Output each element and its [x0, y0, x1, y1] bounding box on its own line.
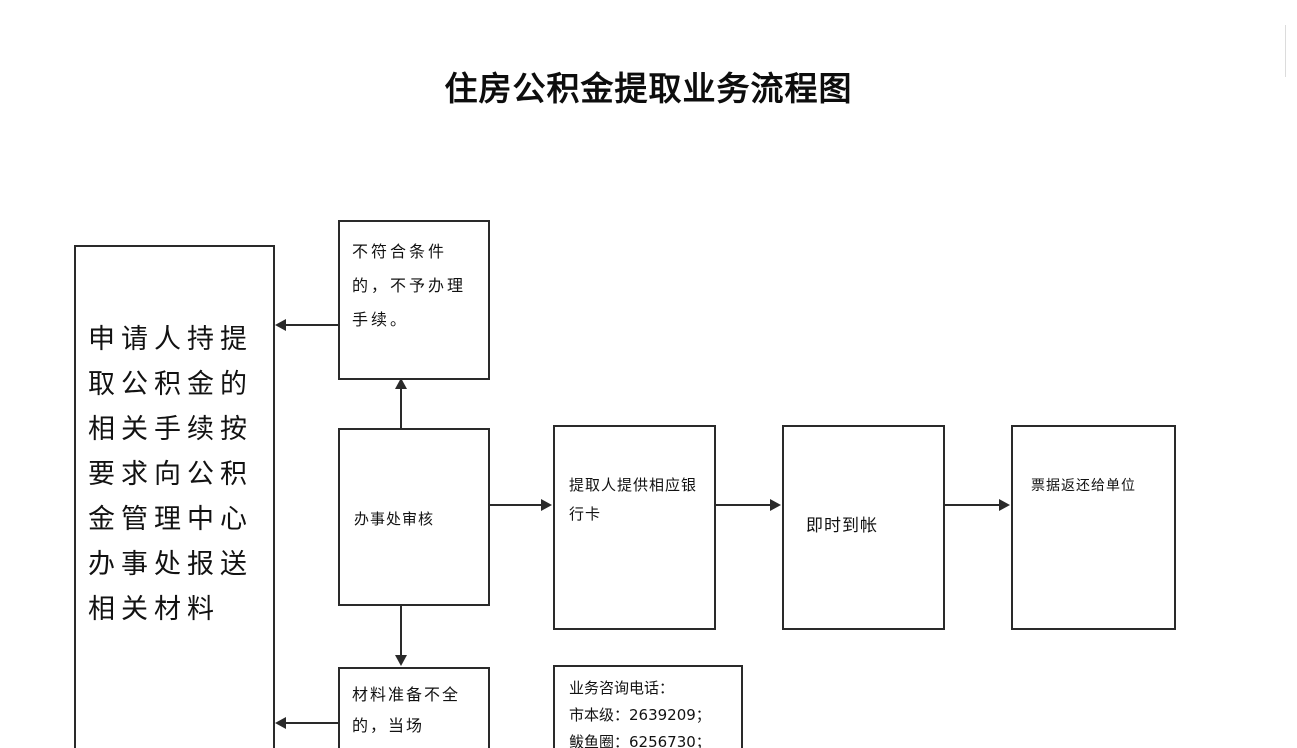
edge-reject-to-apply-arrowhead: [275, 319, 286, 331]
edge-incomplete-to-apply-line: [277, 722, 338, 724]
edge-incomplete-to-apply-arrowhead: [275, 717, 286, 729]
contact-line-city: 市本级：2639209；: [569, 706, 711, 724]
edge-bankcard-to-instant-line: [716, 504, 771, 506]
edge-review-to-incomplete-arrowhead: [395, 655, 407, 666]
flow-node-application-submit: 申请人持提取公积金的相关手续按要求向公积金管理中心办事处报送相关材料: [74, 245, 275, 748]
flow-node-label: 材料准备不全的，当场: [352, 685, 461, 735]
edge-review-to-bankcard-line: [490, 504, 542, 506]
contact-info-text: 业务咨询电话： 市本级：2639209； 鲅鱼圈：6256730；: [555, 675, 741, 748]
edge-review-to-reject-arrowhead: [395, 378, 407, 389]
contact-info-box: 业务咨询电话： 市本级：2639209； 鲅鱼圈：6256730；: [553, 665, 743, 748]
edge-instant-to-receipt-arrowhead: [999, 499, 1010, 511]
page-edge-mark: [1285, 25, 1286, 77]
page-title: 住房公积金提取业务流程图: [444, 69, 853, 108]
edge-review-to-incomplete-line: [400, 606, 402, 658]
edge-bankcard-to-instant-arrowhead: [770, 499, 781, 511]
edge-review-to-bankcard-arrowhead: [541, 499, 552, 511]
flow-node-instant-credit: 即时到帐: [782, 425, 945, 630]
edge-instant-to-receipt-line: [945, 504, 1000, 506]
flow-node-label: 票据返还给单位: [1031, 478, 1136, 494]
flow-node-label: 即时到帐: [806, 516, 878, 536]
flow-node-label: 不符合条件的，不予办理手续。: [352, 242, 467, 329]
flow-node-provide-bank-card: 提取人提供相应银行卡: [553, 425, 716, 630]
contact-heading: 业务咨询电话：: [569, 679, 675, 697]
flow-node-incomplete-materials: 材料准备不全的，当场: [338, 667, 490, 748]
flow-node-office-review: 办事处审核: [338, 428, 490, 606]
flow-node-label: 提取人提供相应银行卡: [569, 476, 698, 523]
contact-line-bayuquan: 鲅鱼圈：6256730；: [569, 733, 711, 748]
edge-reject-to-apply-line: [277, 324, 338, 326]
flow-node-label: 办事处审核: [354, 510, 435, 528]
flow-node-not-eligible: 不符合条件的，不予办理手续。: [338, 220, 490, 380]
flow-node-receipt-returned: 票据返还给单位: [1011, 425, 1176, 630]
flow-node-label: 申请人持提取公积金的相关手续按要求向公积金管理中心办事处报送相关材料: [88, 324, 253, 625]
edge-review-to-reject-line: [400, 385, 402, 428]
